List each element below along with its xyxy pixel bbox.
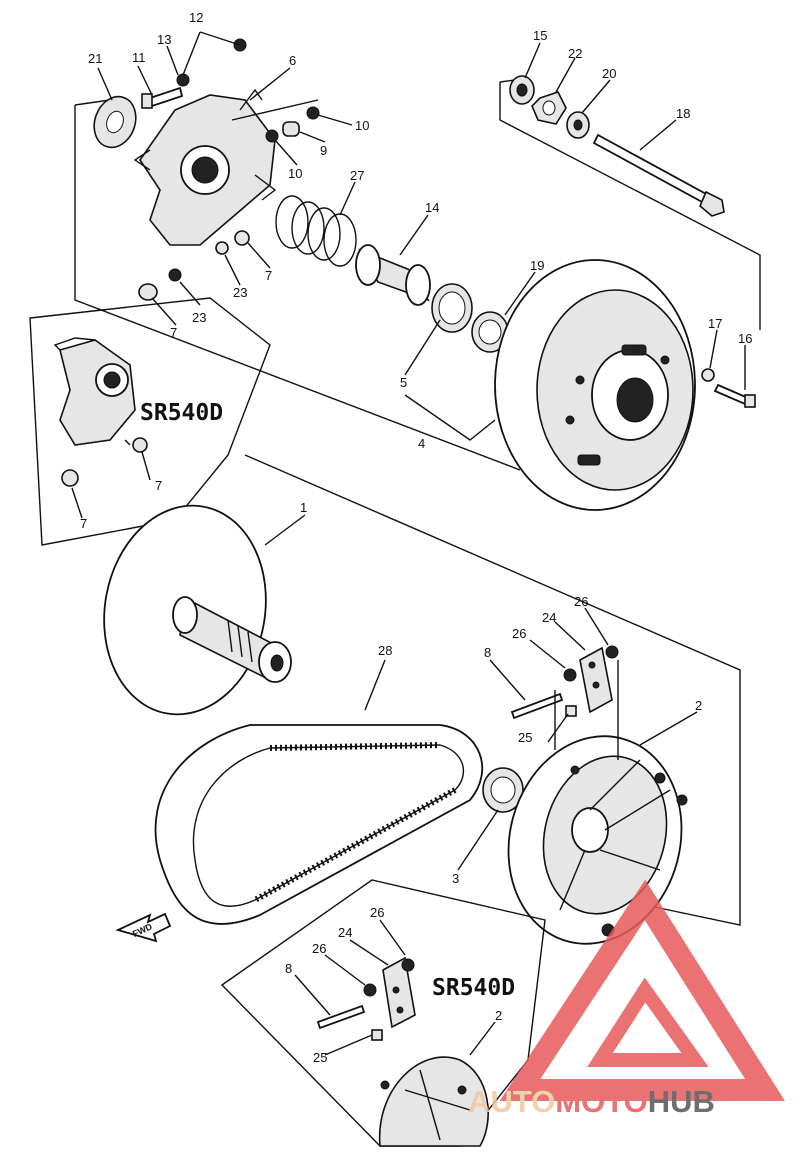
callout-7-upper: 7 <box>265 268 272 283</box>
fixed-sheave-1 <box>103 504 292 716</box>
sleeve-14 <box>355 244 431 306</box>
nut-10a <box>306 106 320 120</box>
callout-28: 28 <box>378 643 392 658</box>
callout-25-main: 25 <box>518 730 532 745</box>
callout-10-upper: 10 <box>355 118 369 133</box>
inset-nut-26a <box>363 983 377 997</box>
bushing-9 <box>282 121 300 137</box>
callout-23-lower: 23 <box>192 310 206 325</box>
variant-label-bottom: SR540D <box>432 975 515 1001</box>
ramp-24 <box>579 646 613 714</box>
leader-lines <box>97 42 746 1056</box>
spider-6 <box>133 88 277 246</box>
bolt-11 <box>141 86 184 109</box>
callout-25-inset: 25 <box>313 1050 327 1065</box>
watermark-auto: AUTO <box>468 1084 555 1119</box>
callout-10-lower: 10 <box>288 166 302 181</box>
bolt-16 <box>713 383 756 408</box>
watermark: AUTOMOTOHUB <box>468 879 785 1119</box>
nut-13 <box>176 73 190 87</box>
washer-23a <box>215 241 229 255</box>
callout-numbers: 21 11 13 12 6 10 9 10 27 14 15 22 20 18 … <box>88 10 752 1065</box>
callout-4: 4 <box>418 436 425 451</box>
drive-belt-28 <box>154 724 484 925</box>
callout-8-inset: 8 <box>285 961 292 976</box>
callout-6: 6 <box>289 53 296 68</box>
callout-26-main-a: 26 <box>512 626 526 641</box>
washer-21 <box>93 95 137 149</box>
washer-20 <box>566 111 590 139</box>
callout-18: 18 <box>676 106 690 121</box>
washer-17 <box>701 368 715 382</box>
callout-17: 17 <box>708 316 722 331</box>
inset-pin-8 <box>316 1004 366 1030</box>
nut-10b <box>265 129 279 143</box>
callout-12: 12 <box>189 10 203 25</box>
bushing-3 <box>482 767 524 813</box>
nut-7a <box>234 230 250 246</box>
callout-11: 11 <box>132 50 146 65</box>
pin-8 <box>510 692 564 720</box>
callout-26-inset-b: 26 <box>370 905 384 920</box>
callout-22: 22 <box>568 46 582 61</box>
callout-13: 13 <box>157 32 171 47</box>
inset-spider-part <box>53 337 136 446</box>
movable-sheave-drum <box>494 259 696 511</box>
inset-sr540d-top: SR540D 7 7 <box>29 297 271 546</box>
inset-cap-7 <box>61 469 79 487</box>
callout-8-main: 8 <box>484 645 491 660</box>
callout-3: 3 <box>452 871 459 886</box>
direction-arrow: FWD <box>115 912 172 943</box>
watermark-text: AUTOMOTOHUB <box>468 1084 715 1119</box>
callout-7-inset-a: 7 <box>155 478 162 493</box>
callout-7-lower: 7 <box>170 325 177 340</box>
inset-bolt-25 <box>371 1029 383 1041</box>
callout-2-main: 2 <box>695 698 702 713</box>
callout-21: 21 <box>88 51 102 66</box>
callout-26-main-b: 26 <box>574 594 588 609</box>
callout-1: 1 <box>300 500 307 515</box>
frame-lines <box>74 79 761 926</box>
callout-16: 16 <box>738 331 752 346</box>
variant-label-top: SR540D <box>140 400 223 426</box>
callout-5: 5 <box>400 375 407 390</box>
callout-9: 9 <box>320 143 327 158</box>
nut-26b <box>605 645 619 659</box>
nut-22 <box>531 91 567 125</box>
inset-sheave-2 <box>378 1056 489 1147</box>
callout-23-upper: 23 <box>233 285 247 300</box>
inset-nut-26b <box>401 958 415 972</box>
callout-7-inset-b: 7 <box>80 516 87 531</box>
callout-26-inset-a: 26 <box>312 941 326 956</box>
callout-15: 15 <box>533 28 547 43</box>
callout-27: 27 <box>350 168 364 183</box>
bolt-18 <box>592 133 725 217</box>
watermark-moto: MOTO <box>555 1084 647 1119</box>
inset-nut-7 <box>132 437 148 453</box>
callout-19: 19 <box>530 258 544 273</box>
callout-24-inset: 24 <box>338 925 352 940</box>
watermark-hub: HUB <box>648 1084 715 1119</box>
inset-sr540d-bottom: SR540D <box>220 879 546 1147</box>
callout-2-inset: 2 <box>495 1008 502 1023</box>
bushing-5 <box>431 283 473 333</box>
callout-24-main: 24 <box>542 610 556 625</box>
watermark-logo-triangle <box>499 879 785 1101</box>
callout-20: 20 <box>602 66 616 81</box>
washer-23b <box>168 268 182 282</box>
cap-7 <box>138 283 158 301</box>
bolt-25 <box>565 705 577 717</box>
nut-26a <box>563 668 577 682</box>
inset-ramp-24 <box>382 956 416 1029</box>
callout-14: 14 <box>425 200 439 215</box>
washer-15 <box>509 75 535 105</box>
